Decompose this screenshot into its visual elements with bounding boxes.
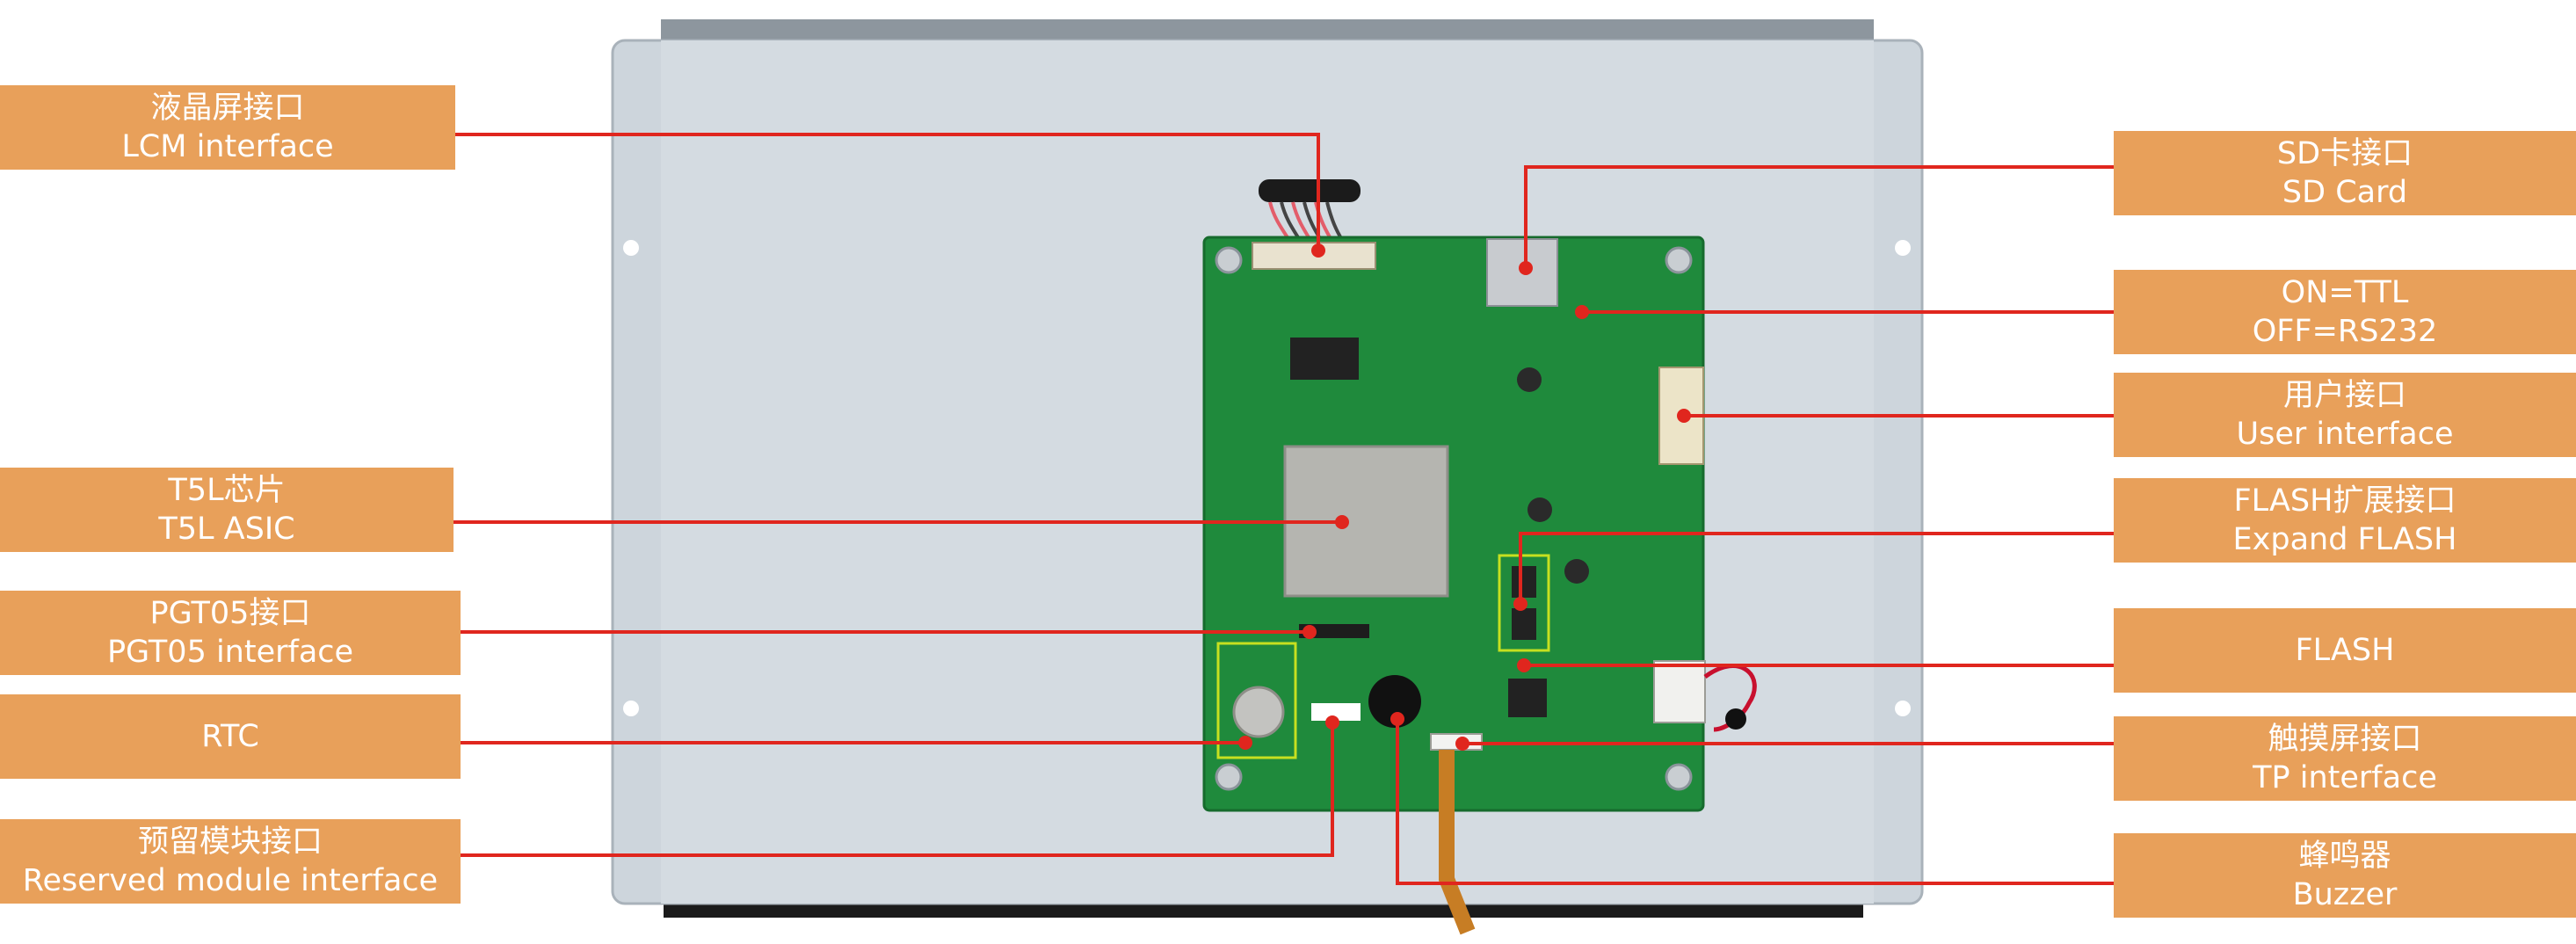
callout-buzzer-en: Buzzer [2292,877,2398,912]
callout-user-zh: 用户接口 [2282,378,2406,413]
rtc-area [1216,642,1297,759]
callout-lcm-en: LCM interface [121,129,334,164]
callout-tp-interface: 触摸屏接口 TP interface [2114,716,2576,801]
wire-plug [1725,708,1746,730]
display-top-edge [661,19,1874,40]
pcb-screw-icon [1665,763,1693,791]
leader-dot-icon [1513,597,1527,611]
buzzer-icon [1368,675,1421,728]
callout-user-interface: 用户接口 User interface [2114,373,2576,457]
callout-buzzer-zh: 蜂鸣器 [2298,839,2391,874]
capacitor-icon [1564,559,1589,584]
leader-dots [1238,243,1691,751]
callout-sd-zh: SD卡接口 [2276,136,2413,171]
flash-chip [1508,679,1547,717]
leader-line-sd [1524,165,2114,268]
ic-chip [1290,338,1359,380]
leader-dot-icon [1517,658,1531,672]
callout-tp-en: TP interface [2253,760,2437,795]
leader-dot-icon [1455,737,1469,751]
callout-rtc: RTC [0,694,461,779]
flash-expand-area [1498,554,1550,652]
callout-reserved-module: 预留模块接口 Reserved module interface [0,819,461,904]
callout-buzzer: 蜂鸣器 Buzzer [2114,833,2576,918]
leader-dot-icon [1335,515,1349,529]
callout-reserved-en: Reserved module interface [22,863,439,898]
callout-expflash-en: Expand FLASH [2232,522,2457,557]
callout-tp-zh: 触摸屏接口 [2268,722,2422,757]
pcb-screw-icon [1665,246,1693,274]
callout-t5l-en: T5L ASIC [158,512,295,547]
leader-line-lcm [455,133,1320,251]
callout-expflash-zh: FLASH扩展接口 [2233,483,2456,519]
leader-line-expflash [1519,532,2114,604]
capacitor-icon [1517,367,1542,392]
callout-ttl-zh: ON=TTL [2281,275,2409,310]
flash-chip [1512,566,1536,598]
callout-pgt05-en: PGT05 interface [106,635,354,670]
leader-dot-icon [1311,243,1325,258]
pcb-screw-icon [1215,763,1243,791]
leader-dot-icon [1303,625,1317,639]
callout-reserved-zh: 预留模块接口 [137,824,323,860]
callout-sd-card: SD卡接口 SD Card [2114,131,2576,215]
leader-dot-icon [1519,261,1533,275]
cable-slot [1259,179,1361,202]
callout-ttl-rs232: ON=TTL OFF=RS232 [2114,270,2576,354]
capacitor-icon [1527,497,1552,522]
rtc-battery-icon [1232,686,1285,738]
side-connector [1653,660,1706,723]
leader-line-buzzer [1396,719,2114,885]
callout-sd-en: SD Card [2282,175,2408,210]
callout-t5l-asic: T5L芯片 T5L ASIC [0,468,454,552]
leader-dot-icon [1575,305,1589,319]
callout-flash-zh: FLASH [2295,633,2395,668]
leader-line-reserved [461,723,1334,857]
callout-ttl-en: OFF=RS232 [2252,314,2438,349]
callout-rtc-zh: RTC [201,719,259,754]
reserved-header [1311,703,1361,721]
callout-expand-flash: FLASH扩展接口 Expand FLASH [2114,478,2576,563]
mount-hole-icon [623,240,639,256]
mount-hole-icon [1895,240,1911,256]
callout-flash: FLASH [2114,608,2576,693]
leader-dot-icon [1325,715,1339,730]
tp-flex-cable [1439,750,1476,935]
callout-lcm-zh: 液晶屏接口 [150,91,305,126]
callout-user-en: User interface [2236,417,2454,452]
leader-dot-icon [1238,736,1252,750]
mount-hole-icon [623,701,639,716]
leader-lines [454,133,2114,885]
callout-lcm-interface: 液晶屏接口 LCM interface [0,85,455,170]
mount-hole-icon [1895,701,1911,716]
pgt05-header [1299,624,1369,638]
callout-pgt05-interface: PGT05接口 PGT05 interface [0,591,461,675]
pcb-screw-icon [1215,246,1243,274]
leader-dot-icon [1390,712,1404,726]
flash-chip [1512,608,1536,640]
callout-t5l-zh: T5L芯片 [168,473,286,508]
callout-pgt05-zh: PGT05接口 [149,596,311,631]
leader-dot-icon [1677,409,1691,423]
